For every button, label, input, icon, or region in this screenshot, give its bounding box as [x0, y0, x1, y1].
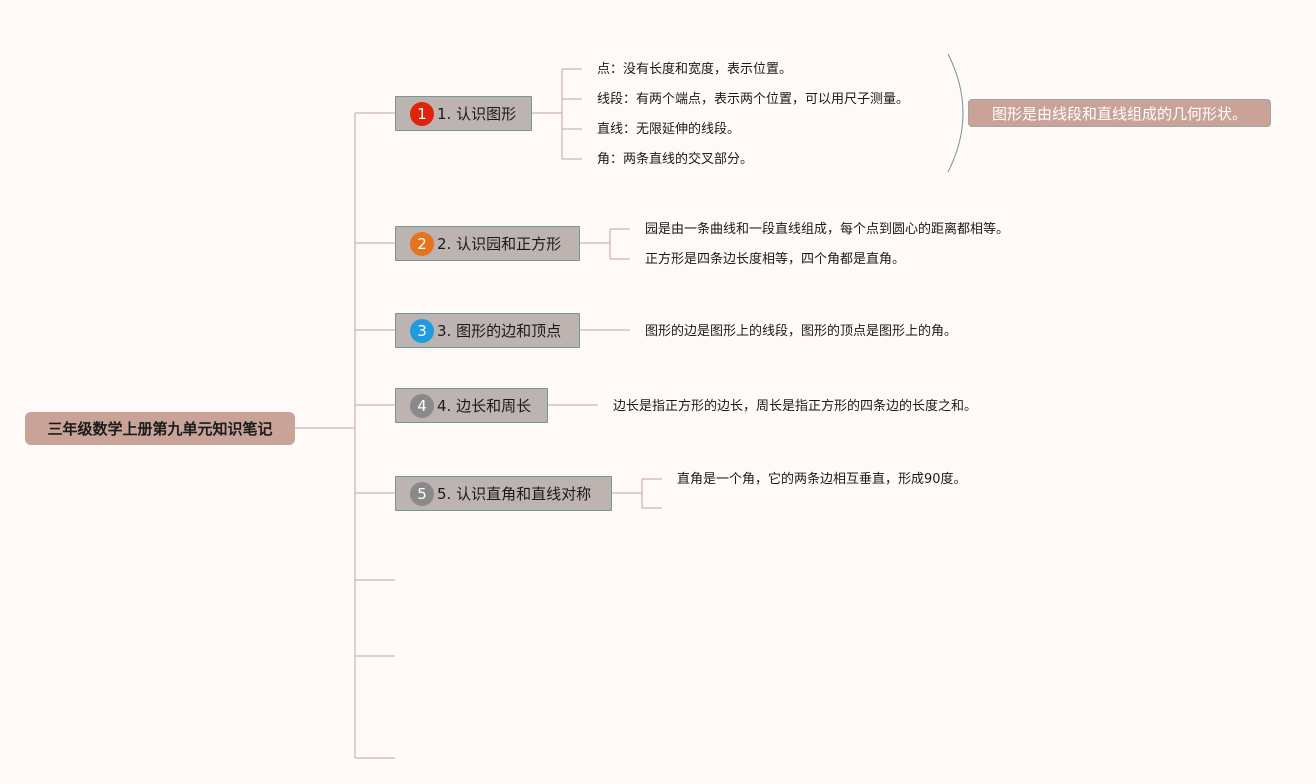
leaf-item[interactable]: 正方形是四条边长度相等，四个角都是直角。	[645, 252, 906, 267]
topic-node-2[interactable]: 2 2. 认识园和正方形	[395, 226, 580, 261]
topic-label: 4. 边长和周长	[437, 397, 532, 415]
root-label: 三年级数学上册第九单元知识笔记	[47, 420, 273, 438]
leaf-item[interactable]: 角：两条直线的交叉部分。	[597, 152, 754, 167]
topic-label: 2. 认识园和正方形	[437, 235, 562, 253]
root-node[interactable]: 三年级数学上册第九单元知识笔记	[25, 412, 295, 445]
summary-node[interactable]: 图形是由线段和直线组成的几何形状。	[968, 99, 1271, 127]
topic-node-1[interactable]: 1 1. 认识图形	[395, 96, 532, 131]
leaf-item[interactable]: 直线：无限延伸的线段。	[597, 122, 741, 137]
summary-bracket	[947, 53, 964, 173]
leaf-item[interactable]: 图形的边是图形上的线段，图形的顶点是图形上的角。	[645, 324, 958, 339]
summary-label: 图形是由线段和直线组成的几何形状。	[991, 104, 1247, 123]
leaf-item[interactable]: 点：没有长度和宽度，表示位置。	[597, 62, 793, 77]
number-badge-icon: 5	[410, 481, 434, 506]
topic-label: 5. 认识直角和直线对称	[437, 485, 592, 503]
topic-node-5[interactable]: 5 5. 认识直角和直线对称	[395, 476, 612, 511]
topic-node-4[interactable]: 4 4. 边长和周长	[395, 388, 548, 423]
number-badge-icon: 2	[410, 231, 434, 256]
number-badge-icon: 4	[410, 393, 434, 418]
leaf-item[interactable]: 园是由一条曲线和一段直线组成，每个点到圆心的距离都相等。	[645, 222, 1010, 237]
topic-label: 1. 认识图形	[437, 105, 517, 123]
leaf-item[interactable]: 线段：有两个端点，表示两个位置，可以用尺子测量。	[597, 92, 910, 107]
number-badge-icon: 1	[410, 101, 434, 126]
topic-label: 3. 图形的边和顶点	[437, 322, 562, 340]
topic-node-3[interactable]: 3 3. 图形的边和顶点	[395, 313, 580, 348]
number-badge-icon: 3	[410, 318, 434, 343]
leaf-item[interactable]: 边长是指正方形的边长，周长是指正方形的四条边的长度之和。	[613, 399, 978, 414]
leaf-item[interactable]: 直角是一个角，它的两条边相互垂直，形成90度。	[677, 472, 967, 487]
